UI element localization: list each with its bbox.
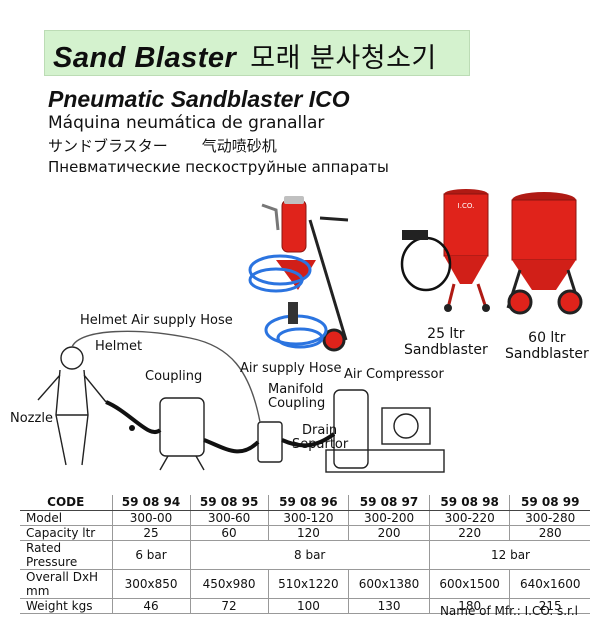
header-code-3: 59 08 96 [267, 495, 349, 511]
manufacturer-name: Name of Mfr.: I.CO. s.r.l [439, 604, 578, 618]
pressure-cell: 6 bar [111, 540, 191, 570]
banner-title: Sand Blaster 모래 분사청소기 [53, 36, 437, 75]
dimension-cell: 450x980 [189, 569, 269, 599]
label-air-compressor: Air Compressor [344, 367, 444, 382]
row-label-weight: Weight kgs [20, 598, 112, 614]
pressure-cell: 8 bar [189, 540, 430, 570]
sandblaster-25ltr-photo: I.CO. [400, 189, 490, 312]
label-separator: Separtor [292, 437, 349, 452]
table-row-weight: Weight kgs 46 72 100 130 180 215 [20, 598, 590, 614]
label-drain: Drain [302, 423, 338, 438]
weight-cell: 180 [428, 598, 510, 614]
model-cell: 300-280 [509, 510, 590, 526]
label-air-supply-hose: Air supply Hose [240, 361, 342, 376]
label-manifold: Manifold [268, 382, 324, 397]
spec-header-row: CODE 59 08 94 59 08 95 59 08 96 59 08 97… [20, 495, 590, 511]
weight-cell: 46 [111, 598, 191, 614]
model-cell: 300-120 [267, 510, 349, 526]
weight-cell: 215 [509, 598, 590, 614]
setup-diagram [37, 330, 445, 473]
banner-title-korean: 모래 분사청소기 [250, 43, 437, 74]
header-code-6: 59 08 99 [509, 495, 590, 511]
caption-25ltr-size: 25 ltr [427, 326, 465, 342]
dimension-cell: 600x1500 [428, 569, 510, 599]
helmet-shape [60, 346, 84, 370]
label-drain-separator: Drain Separtor [292, 424, 348, 452]
model-cell: 300-60 [189, 510, 269, 526]
product-name-russian: Пневматические пескоструйные аппараты [48, 158, 389, 176]
table-row-dimensions: Overall DxH mm 300x850 450x980 510x1220 … [20, 569, 590, 599]
sandblaster-60ltr-photo [506, 192, 583, 315]
row-label-pressure: Rated Pressure [20, 540, 112, 570]
header-code-5: 59 08 98 [428, 495, 510, 511]
header-code-4: 59 08 97 [348, 495, 430, 511]
capacity-cell: 280 [509, 525, 590, 541]
dimension-cell: 510x1220 [267, 569, 349, 599]
label-coupling: Coupling [145, 369, 203, 384]
caption-25ltr: 25 ltr Sandblaster [404, 326, 488, 358]
table-row-model: Model 300-00 300-60 300-120 300-200 300-… [20, 510, 590, 526]
capacity-cell: 120 [267, 525, 349, 541]
header-code-2: 59 08 95 [189, 495, 269, 511]
capacity-cell: 200 [348, 525, 430, 541]
model-cell: 300-00 [111, 510, 191, 526]
product-name-spanish: Máquina neumática de granallar [48, 113, 325, 133]
header-code: CODE [20, 495, 112, 511]
product-name-japanese: サンドブラスター [48, 137, 168, 155]
caption-60ltr: 60 ltr Sandblaster [505, 330, 589, 362]
pressure-cell: 12 bar [428, 540, 590, 570]
capacity-cell: 60 [189, 525, 269, 541]
row-label-model: Model [20, 510, 112, 526]
dimension-cell: 300x850 [111, 569, 191, 599]
spec-table: CODE 59 08 94 59 08 95 59 08 96 59 08 97… [20, 495, 590, 614]
weight-cell: 130 [348, 598, 430, 614]
label-manifold-coupling-2: Coupling [268, 396, 326, 411]
row-label-capacity: Capacity ltr [20, 525, 112, 541]
product-name: Pneumatic Sandblaster ICO [48, 86, 350, 112]
cart-sandblaster-photo [248, 196, 349, 352]
weight-cell: 100 [267, 598, 349, 614]
model-cell: 300-200 [348, 510, 430, 526]
weight-cell: 72 [189, 598, 269, 614]
dimension-cell: 640x1600 [509, 569, 590, 599]
model-cell: 300-220 [428, 510, 510, 526]
header-code-1: 59 08 94 [111, 495, 191, 511]
brand-label-25ltr: I.CO. [458, 202, 475, 210]
label-helmet-hose: Helmet Air supply Hose [80, 313, 233, 328]
table-row-capacity: Capacity ltr 25 60 120 200 220 280 [20, 525, 590, 541]
product-name-asian: サンドブラスター 气动喷砂机 [48, 135, 277, 156]
title-banner: Sand Blaster 모래 분사청소기 [44, 30, 470, 76]
capacity-cell: 25 [111, 525, 191, 541]
caption-60ltr-size: 60 ltr [528, 330, 566, 346]
table-row-pressure: Rated Pressure 6 bar 8 bar 12 bar [20, 540, 590, 570]
label-nozzle: Nozzle [10, 411, 53, 426]
label-manifold-coupling: Manifold Coupling [268, 383, 325, 411]
caption-60ltr-type: Sandblaster [505, 346, 589, 362]
caption-25ltr-type: Sandblaster [404, 342, 488, 358]
banner-title-english: Sand Blaster [53, 42, 237, 74]
label-helmet: Helmet [95, 339, 143, 354]
row-label-dimensions: Overall DxH mm [20, 569, 112, 599]
dimension-cell: 600x1380 [348, 569, 430, 599]
capacity-cell: 220 [428, 525, 510, 541]
product-name-chinese: 气动喷砂机 [201, 137, 277, 155]
